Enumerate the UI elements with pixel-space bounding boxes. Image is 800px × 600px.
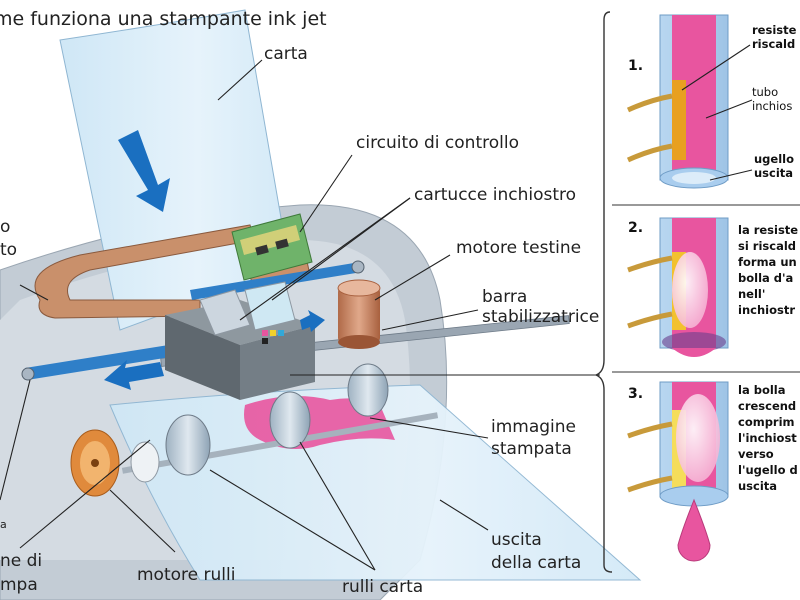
label-uscita-1: uscita — [491, 530, 542, 550]
step-3-text-5: l'ugello d — [738, 463, 798, 477]
belt-pulley-right — [351, 260, 365, 274]
label-cartucce: cartucce inchiostro — [414, 185, 576, 205]
step-1-wire-bottom — [626, 143, 673, 163]
label-motore-rulli: motore rulli — [137, 565, 235, 585]
label-left-4: ne di — [0, 551, 42, 571]
step-2-bubble — [672, 252, 708, 328]
step-2-wire-top — [627, 255, 673, 273]
roller-motor — [70, 429, 120, 497]
roller-gear — [130, 441, 160, 483]
step-1-label-2b: inchios — [752, 99, 792, 113]
drive-belt-front — [25, 340, 202, 380]
label-immagine-2: stampata — [491, 439, 572, 459]
paper-feed-arrow — [118, 130, 170, 212]
step-1-label-1b: riscald — [752, 37, 795, 51]
step-2-text-4: nell' — [738, 287, 765, 301]
step-2-number: 2. — [628, 220, 643, 236]
step-2-drop-start — [672, 348, 716, 357]
step-3-text-1: crescend — [738, 399, 796, 413]
step-3-text-6: uscita — [738, 479, 777, 493]
step-1: 1. resiste riscald tubo inchios ugello u… — [626, 14, 797, 189]
step-3-text-0: la bolla — [738, 383, 785, 397]
step-1-label-3a: ugello — [754, 152, 794, 166]
ribbon-cable — [34, 224, 256, 319]
step-1-label-3b: uscita — [754, 166, 793, 180]
label-motore-testine: motore testine — [456, 238, 581, 258]
label-carta: carta — [264, 44, 308, 64]
step-1-number: 1. — [628, 58, 643, 74]
label-left-1: o — [0, 217, 10, 237]
carriage-arrow-left — [104, 360, 164, 390]
step-3-number: 3. — [628, 386, 643, 402]
label-uscita-2: della carta — [491, 553, 581, 573]
step-2-text-3: bolla d'a — [738, 271, 793, 285]
step-1-label-1a: resiste — [752, 23, 797, 37]
belt-pulley-left — [21, 367, 35, 381]
label-left-5: mpa — [0, 575, 38, 595]
carriage-arrow-right — [300, 310, 325, 332]
label-rulli-carta: rulli carta — [342, 577, 423, 597]
side-panel: 1. resiste riscald tubo inchios ugello u… — [594, 11, 800, 573]
step-3-text-4: verso — [738, 447, 774, 461]
step-3: 3. la bolla crescend comprim l'inchiost … — [627, 381, 798, 562]
step-3-text-2: comprim — [738, 415, 795, 429]
leader-lines — [0, 59, 600, 571]
step-2-text-5: inchiostr — [738, 303, 795, 317]
step-2-text-2: forma un — [738, 255, 797, 269]
step-2-wire-bottom — [627, 311, 673, 329]
step-2-text-0: la resiste — [738, 223, 798, 237]
print-head-carriage — [165, 281, 315, 400]
diagram-title: me funziona una stampante ink jet — [0, 8, 327, 30]
step-3-text-3: l'inchiost — [738, 431, 797, 445]
control-circuit-board — [231, 213, 313, 281]
label-barra-2: stabilizzatrice — [482, 307, 599, 327]
step-2: 2. la resiste si riscald forma un bolla … — [627, 217, 798, 357]
label-immagine-1: immagine — [491, 417, 576, 437]
label-left-3: a — [0, 518, 7, 531]
step-1-label-2a: tubo — [752, 85, 778, 99]
step-2-nozzle — [662, 332, 726, 352]
head-motor — [337, 279, 381, 349]
label-barra-1: barra — [482, 287, 527, 307]
step-3-ink-drop — [677, 498, 711, 562]
step-1-heater — [672, 80, 686, 160]
step-3-wire-bottom — [627, 475, 673, 493]
step-2-text-1: si riscald — [738, 239, 796, 253]
paper-rollers — [165, 363, 389, 476]
step-3-wire-top — [627, 421, 673, 439]
label-circuito: circuito di controllo — [356, 133, 519, 153]
label-left-2: to — [0, 240, 17, 260]
step-3-bubble — [676, 394, 720, 482]
step-1-wire-top — [626, 93, 673, 113]
panel-bracket — [594, 11, 613, 573]
printer-illustration — [0, 9, 642, 600]
